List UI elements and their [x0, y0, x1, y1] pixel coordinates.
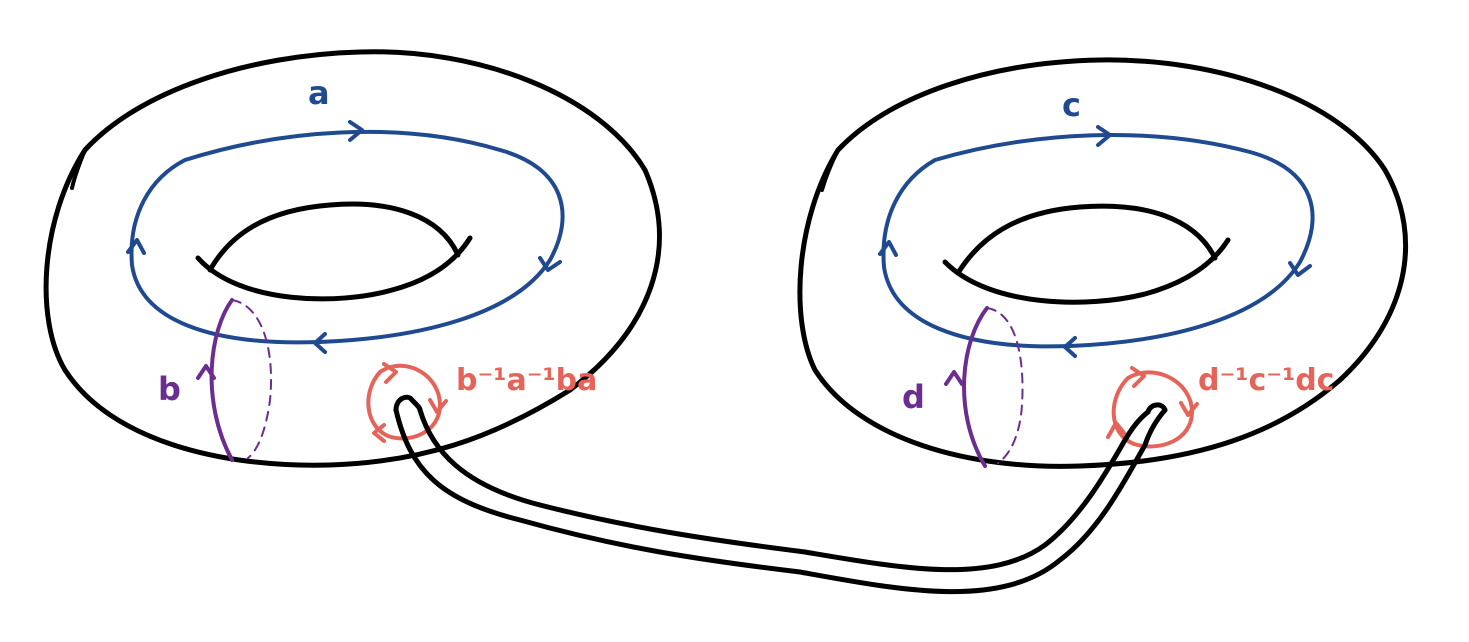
label-commutator-right: d⁻¹c⁻¹dc — [1198, 363, 1334, 398]
arrow-head — [428, 398, 448, 414]
tube-outer-edge — [393, 407, 1168, 595]
left-torus — [43, 49, 662, 468]
tube-left-cap — [393, 394, 423, 413]
arrow-head-down — [1288, 261, 1312, 277]
right-torus-outline — [797, 57, 1408, 469]
right-commutator-loop — [1106, 366, 1199, 449]
arrow-head-right — [348, 120, 364, 142]
left-meridian-b — [196, 298, 273, 462]
label-c: c — [1062, 86, 1081, 124]
right-meridian-d — [944, 306, 1024, 468]
tube-right-cap — [1145, 402, 1168, 415]
label-b: b — [158, 370, 181, 408]
label-d: d — [902, 378, 925, 416]
left-loop-a — [126, 120, 565, 354]
left-torus-outline-tick — [70, 148, 87, 190]
arrow-head — [372, 423, 386, 443]
label-a: a — [308, 74, 330, 112]
arrow-head — [1179, 401, 1199, 417]
right-torus — [797, 57, 1408, 469]
arrow-head-right — [1096, 125, 1112, 147]
left-hole-lower — [195, 235, 473, 302]
tube-inner-edge — [417, 407, 1151, 573]
arrow-head-up — [126, 238, 146, 255]
arrow-head-up — [196, 364, 216, 380]
connecting-tube — [393, 394, 1168, 595]
arrow-head — [382, 362, 398, 384]
right-hole-upper — [955, 203, 1218, 276]
arrow-head-left — [313, 332, 327, 354]
arrow-head-up — [878, 240, 898, 257]
arrow-head-up — [944, 370, 964, 386]
left-commutator-loop — [366, 362, 448, 443]
left-hole-upper — [207, 201, 461, 273]
arrow-head — [1106, 421, 1126, 439]
label-commutator-left: b⁻¹a⁻¹ba — [456, 363, 597, 398]
arrow-head-down — [538, 256, 562, 272]
right-hole-lower — [942, 237, 1231, 305]
right-torus-outline-tick — [820, 148, 840, 192]
arrow-head — [1130, 366, 1146, 388]
left-torus-outline — [43, 49, 662, 468]
right-loop-c — [878, 125, 1315, 358]
arrow-head-left — [1063, 336, 1077, 358]
